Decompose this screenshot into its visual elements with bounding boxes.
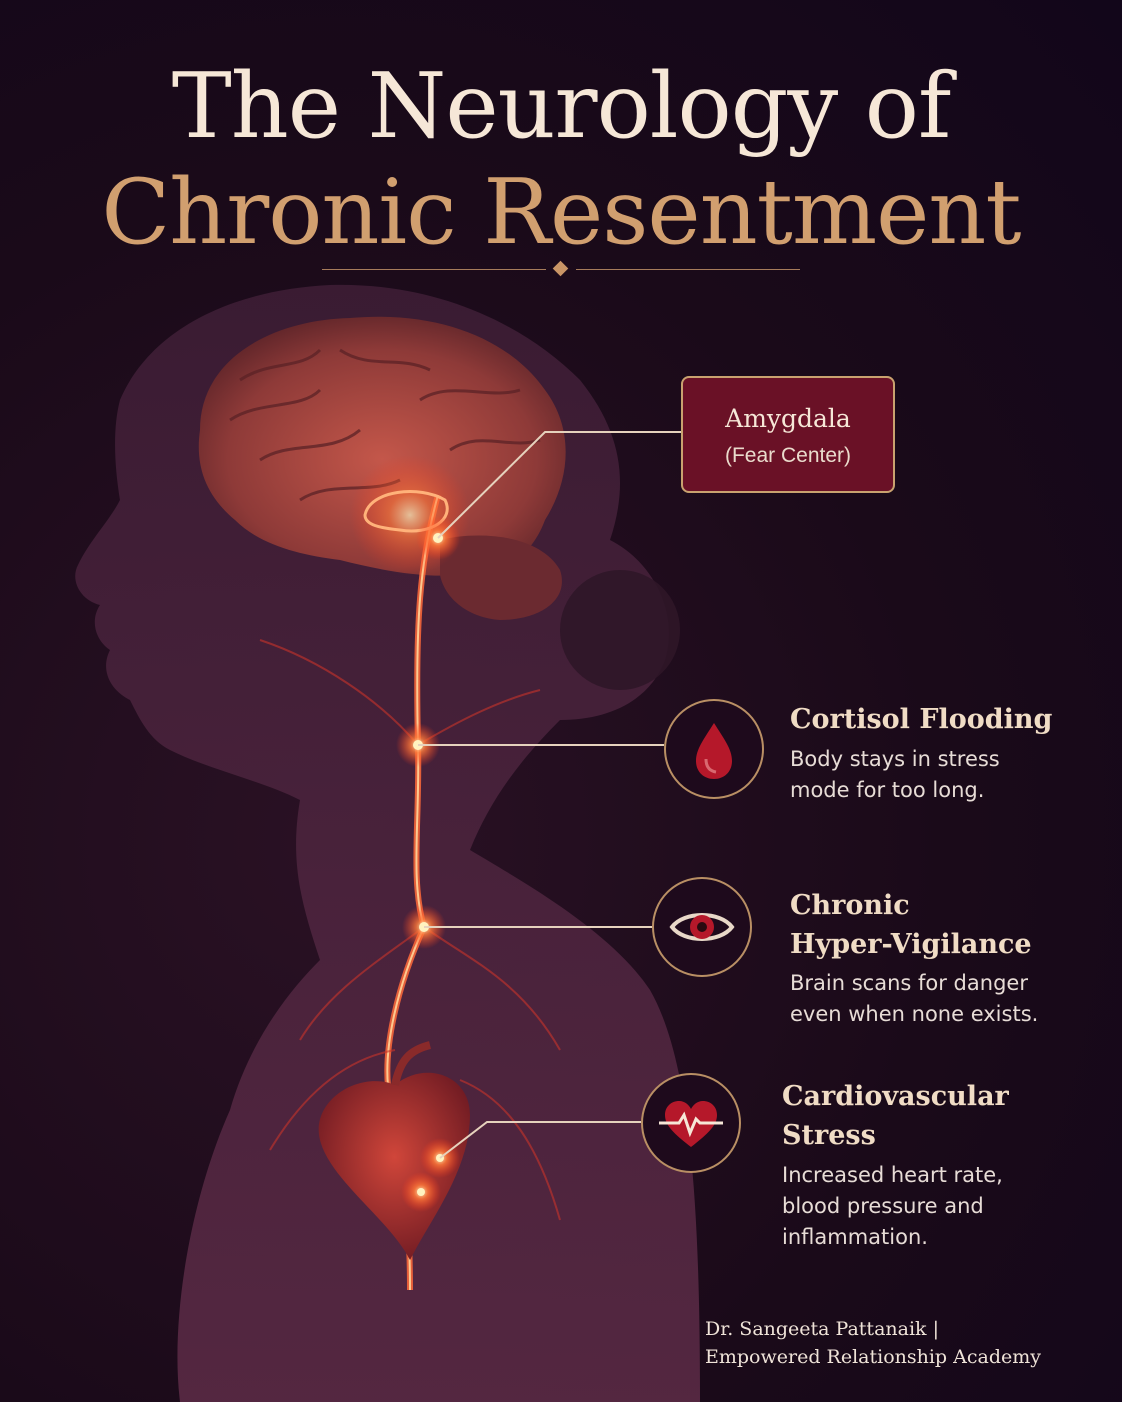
heartbeat-icon [641, 1073, 741, 1173]
amygdala-subtitle: (Fear Center) [724, 444, 852, 467]
amygdala-connector [437, 431, 681, 539]
blood-drop-icon [664, 699, 764, 799]
academy-credit: Empowered Relationship Academy [705, 1346, 1041, 1368]
amygdala-label: Amygdala (Fear Center) [681, 376, 895, 493]
title-line-1: The Neurology of [171, 54, 952, 159]
amygdala-name: Amygdala [725, 404, 851, 433]
title-line-2: Chronic Resentment [101, 160, 1021, 265]
eye-icon [652, 877, 752, 977]
vigilance-title-line-2: Hyper-Vigilance [790, 929, 1032, 960]
author-credit: Dr. Sangeeta Pattanaik | [705, 1318, 939, 1340]
cardio-desc-line-2: blood pressure and [782, 1194, 984, 1218]
cardio-desc-line-3: inflammation. [782, 1225, 928, 1249]
cardio-title-line-1: Cardiovascular [782, 1081, 1009, 1112]
vigilance-desc-line-2: even when none exists. [790, 1002, 1039, 1026]
cardio-desc-line-1: Increased heart rate, [782, 1163, 1003, 1187]
cortisol-desc-line-2: mode for too long. [790, 778, 985, 802]
title-divider-left [322, 269, 546, 270]
title-divider-right [576, 269, 800, 270]
cortisol-desc-line-1: Body stays in stress [790, 747, 1000, 771]
cardio-connector [439, 1121, 641, 1159]
cardio-title-line-2: Stress [782, 1120, 876, 1151]
cortisol-title: Cortisol Flooding [790, 704, 1053, 735]
vigilance-desc-line-1: Brain scans for danger [790, 971, 1028, 995]
vigilance-title-line-1: Chronic [790, 890, 910, 921]
